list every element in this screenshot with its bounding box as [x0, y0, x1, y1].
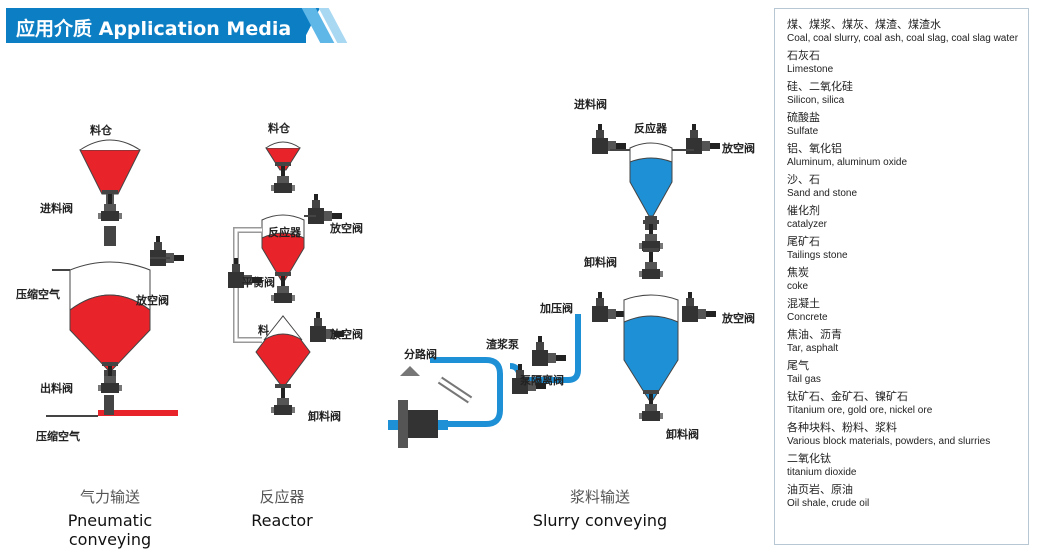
media-item-en: Oil shale, crude oil [787, 498, 870, 509]
reactor-side-label: 料 [258, 323, 269, 337]
section-title: 应用介质 Application Media [16, 18, 292, 40]
slurry-inlet-label: 进料阀 [574, 97, 607, 111]
media-item: 硅、二氧化硅 Silicon, silica [787, 79, 1020, 108]
media-item: 焦炭 coke [787, 265, 1020, 294]
media-item: 沙、石 Sand and stone [787, 172, 1020, 201]
media-item-en: Sand and stone [787, 188, 858, 199]
media-item: 尾气 Tail gas [787, 358, 1020, 387]
media-item-zh: 沙、石 [787, 173, 820, 186]
slurry-vent-top-label: 放空阀 [721, 141, 755, 155]
section-header: 应用介质 Application Media [6, 8, 348, 43]
slurry-vent-bottom-label: 放空阀 [721, 311, 755, 325]
media-item-en: Various block materials, powders, and sl… [787, 436, 991, 447]
media-item-zh: 硫酸盐 [787, 111, 820, 124]
media-item-en: Concrete [787, 312, 828, 323]
media-item-en: catalyzer [787, 219, 828, 230]
reactor-hopper-label: 料仓 [268, 121, 291, 135]
media-item-en: Tail gas [787, 374, 821, 385]
pneumatic-vent-valve-label: 放空阀 [135, 293, 169, 307]
pneumatic-outlet-pipe [98, 410, 178, 416]
caption-en: Slurry conveying [532, 511, 668, 530]
reactor-diagram: 料仓 反应器 放空阀 平衡阀 料 放空阀 卸料阀 [228, 121, 363, 423]
media-item-en: titanium dioxide [787, 467, 857, 478]
media-item: 各种块料、粉料、浆料 Various block materials, powde… [787, 420, 1020, 449]
media-item-zh: 混凝土 [787, 297, 820, 310]
media-item-zh: 铝、氧化铝 [787, 142, 842, 155]
media-item-zh: 二氧化钛 [787, 452, 831, 465]
media-item-zh: 石灰石 [787, 49, 820, 62]
media-item-zh: 钛矿石、金矿石、镍矿石 [787, 390, 908, 403]
media-item-en: Tar, asphalt [787, 343, 839, 354]
pneumatic-inlet-valve-label: 进料阀 [40, 201, 73, 215]
media-item-zh: 尾矿石 [787, 235, 820, 248]
reactor-balance-label: 平衡阀 [242, 275, 275, 289]
media-item-zh: 尾气 [787, 359, 809, 372]
media-item-zh: 硅、二氧化硅 [787, 80, 853, 93]
caption-zh: 浆料输送 [569, 488, 630, 506]
slurry-discharge-bottom-label: 卸料阀 [666, 427, 699, 441]
media-item-en: coke [787, 281, 809, 292]
media-item: 铝、氧化铝 Aluminum, aluminum oxide [787, 141, 1020, 170]
slurry-discharge-mid-label: 卸料阀 [584, 255, 617, 269]
pneumatic-compressed-air-bottom-label: 压缩空气 [36, 429, 80, 443]
media-item-en: Titanium ore, gold ore, nickel ore [787, 405, 933, 416]
media-item-en: Tailings stone [787, 250, 848, 261]
pneumatic-hopper [79, 149, 141, 195]
pneumatic-diagram: 料仓 进料阀 压缩空气 放空阀 出料阀 压缩空气 [16, 123, 184, 443]
pneumatic-compressed-air-label: 压缩空气 [16, 287, 60, 301]
reactor-discharge-label: 卸料阀 [308, 409, 341, 423]
media-item-zh: 煤、煤浆、煤灰、煤渣、煤渣水 [787, 18, 941, 31]
caption-en: Pneumatic conveying [67, 511, 153, 549]
slurry-diagram: 进料阀 反应器 放空阀 卸料阀 加压阀 放空阀 渣浆泵 泵隔离阀 分路阀 卸料阀 [388, 97, 755, 448]
slurry-reactor-label: 反应器 [634, 121, 668, 135]
pneumatic-outlet-valve-label: 出料阀 [40, 381, 73, 395]
slurry-diverter-label: 分路阀 [404, 347, 437, 361]
media-item-en: Limestone [787, 64, 834, 75]
caption-en: Reactor [251, 511, 313, 530]
process-diagrams: 料仓 进料阀 压缩空气 放空阀 出料阀 压缩空气 料仓 反应器 放空阀 平衡阀 … [16, 97, 755, 448]
media-item: 催化剂 catalyzer [787, 203, 1020, 232]
media-item-zh: 油页岩、原油 [787, 483, 853, 496]
media-item-en: Sulfate [787, 126, 819, 137]
reactor-vent-top-label: 放空阀 [329, 221, 363, 235]
caption-slurry: 浆料输送 Slurry conveying [520, 486, 680, 530]
media-item: 煤、煤浆、煤灰、煤渣、煤渣水 Coal, coal slurry, coal as… [787, 17, 1020, 46]
slurry-isolation-label: 泵隔离阀 [520, 373, 564, 387]
media-item-en: Aluminum, aluminum oxide [787, 157, 908, 168]
media-item-zh: 各种块料、粉料、浆料 [787, 421, 897, 434]
reactor-reactor-label: 反应器 [268, 225, 302, 239]
pneumatic-hopper-label: 料仓 [90, 123, 113, 137]
media-list-panel: 煤、煤浆、煤灰、煤渣、煤渣水 Coal, coal slurry, coal as… [774, 8, 1029, 545]
media-item: 油页岩、原油 Oil shale, crude oil [787, 482, 1020, 511]
media-item-zh: 催化剂 [787, 204, 820, 217]
slurry-pump-label: 渣浆泵 [486, 337, 519, 351]
media-item: 混凝土 Concrete [787, 296, 1020, 325]
media-item: 硫酸盐 Sulfate [787, 110, 1020, 139]
media-item-zh: 焦炭 [787, 266, 809, 279]
caption-pneumatic: 气力输送 Pneumatic conveying [30, 486, 190, 549]
media-item-zh: 焦油、沥青 [787, 328, 842, 341]
media-item: 焦油、沥青 Tar, asphalt [787, 327, 1020, 356]
media-item-en: Coal, coal slurry, coal ash, coal slag, … [787, 33, 1019, 44]
media-item: 二氧化钛 titanium dioxide [787, 451, 1020, 480]
slurry-pressure-label: 加压阀 [539, 301, 573, 315]
media-item: 钛矿石、金矿石、镍矿石 Titanium ore, gold ore, nicke… [787, 389, 1020, 418]
media-item: 石灰石 Limestone [787, 48, 1020, 77]
caption-reactor: 反应器 Reactor [222, 486, 342, 530]
reactor-vent-bottom-label: 放空阀 [329, 327, 363, 341]
caption-zh: 反应器 [259, 488, 305, 506]
header-bar [6, 8, 306, 43]
media-item: 尾矿石 Tailings stone [787, 234, 1020, 263]
media-item-en: Silicon, silica [787, 95, 845, 106]
slurry-pipe [520, 314, 581, 383]
caption-zh: 气力输送 [79, 488, 140, 506]
